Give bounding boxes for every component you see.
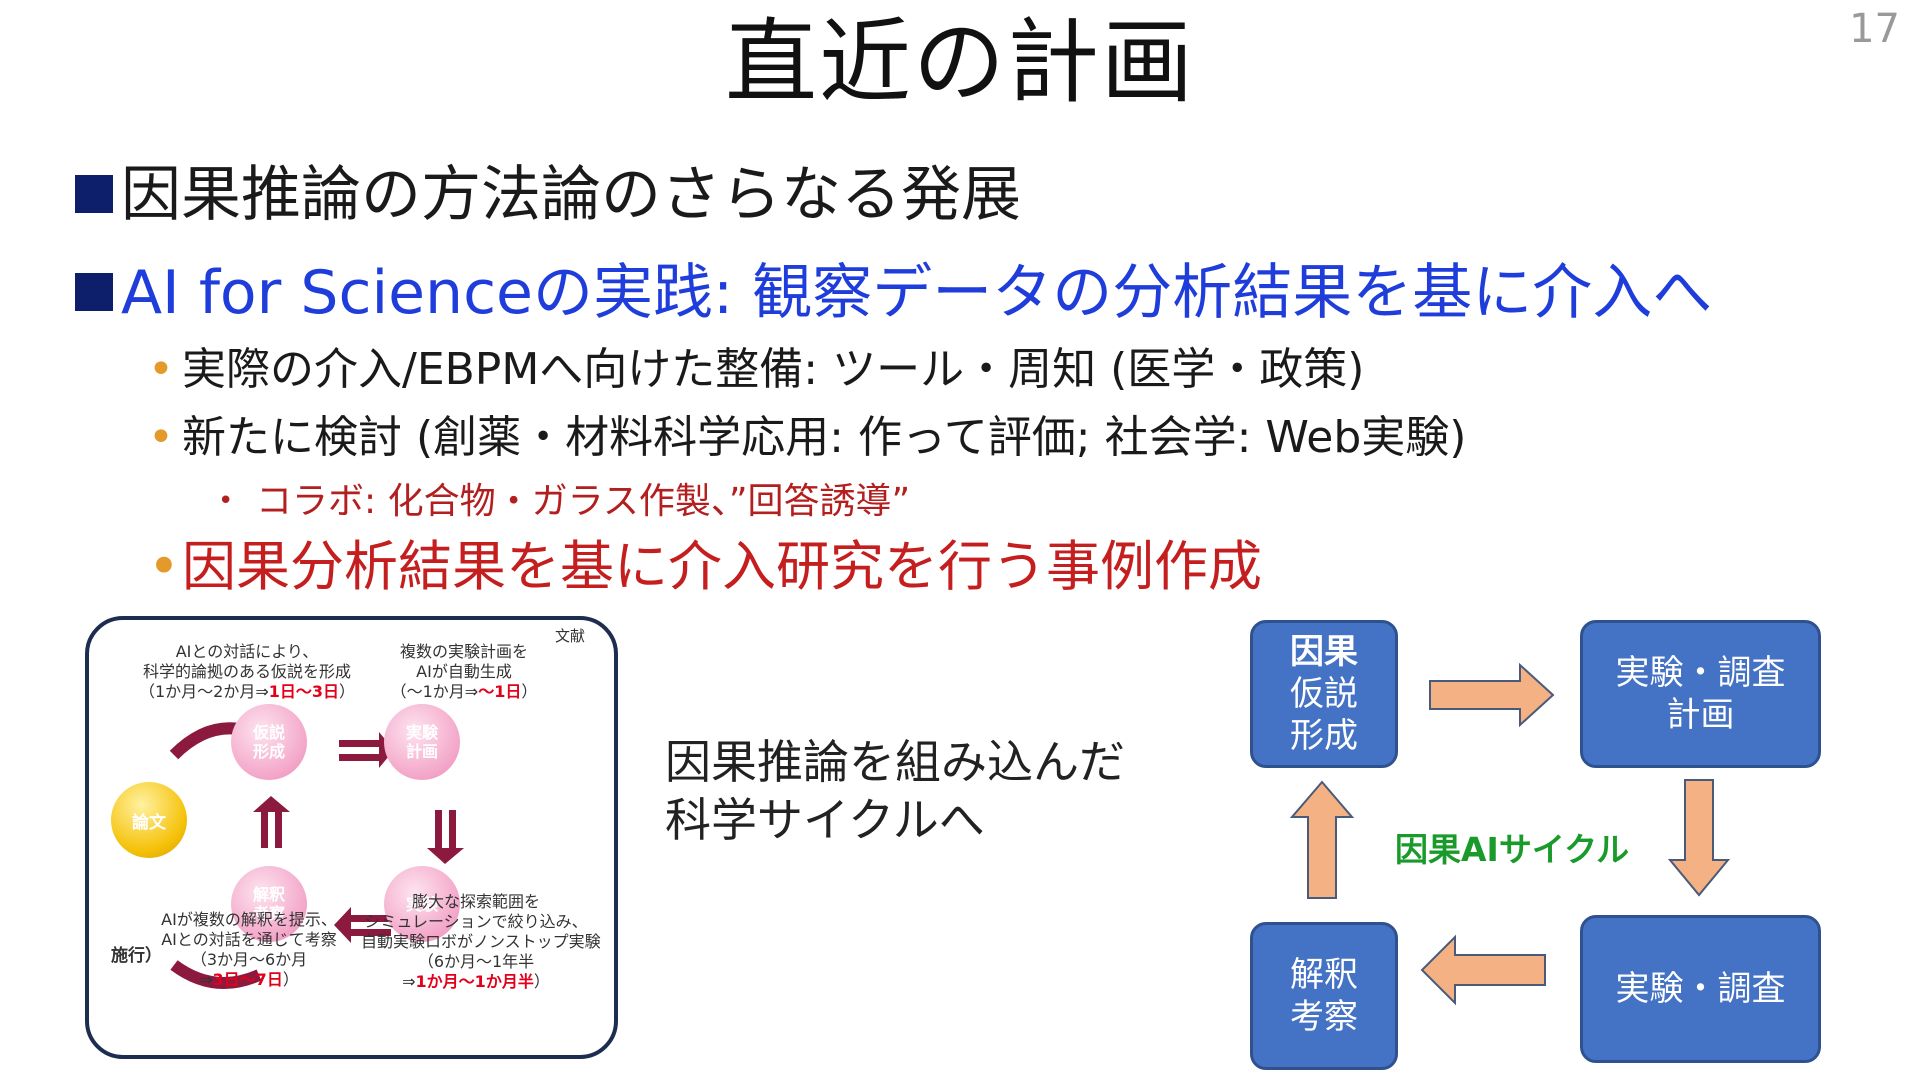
double-arrow-icon bbox=[275, 812, 282, 848]
caption-line: AIとの対話を通じて考察 bbox=[161, 930, 337, 949]
box-label: 解釈 bbox=[1290, 955, 1358, 995]
science-cycle-statement: 因果推論を組み込んだ 科学サイクルへ bbox=[665, 733, 1125, 849]
down-arrow-icon bbox=[1667, 779, 1731, 897]
experiment-node: 実験 bbox=[384, 866, 460, 942]
caption-line: AIが複数の解釈を提示、 bbox=[161, 910, 337, 929]
caption-highlight: ～1日 bbox=[478, 682, 522, 701]
up-arrow-icon bbox=[1289, 780, 1355, 899]
node-label: 考察 bbox=[252, 904, 285, 923]
caption-part: ） bbox=[339, 682, 356, 701]
double-arrow-icon bbox=[351, 929, 391, 936]
bullet-2-1: •実際の介入/EBPMへ向けた整備: ツール・周知 (医学・政策) bbox=[148, 340, 1364, 400]
caption-highlight: 3日～7日 bbox=[212, 970, 283, 989]
node-label: 実験 bbox=[405, 723, 438, 742]
box-label: 形成 bbox=[1290, 716, 1358, 756]
hypothesis-caption: AIとの対話により、 科学的論拠のある仮説を形成 （1か月～2か月⇒1日～3日） bbox=[137, 642, 357, 702]
causal-ai-cycle-label: 因果AIサイクル bbox=[1395, 830, 1630, 869]
caption-line: ⇒1か月～1か月半） bbox=[361, 972, 591, 992]
bullet-2-2-text: 新たに検討 (創薬・材料科学応用: 作って評価; 社会学: Web実験) bbox=[182, 412, 1467, 463]
causal-hypothesis-box: 因果 仮説 形成 bbox=[1250, 620, 1398, 768]
caption-part: ） bbox=[533, 972, 550, 991]
page-number: 17 bbox=[1849, 6, 1900, 52]
caption-line: 膨大な探索範囲を bbox=[411, 892, 540, 911]
arrowhead-icon bbox=[334, 907, 351, 943]
arrowhead-icon bbox=[253, 796, 290, 812]
arrowhead-icon bbox=[427, 848, 464, 864]
square-bullet-icon bbox=[75, 175, 113, 213]
double-arrow-icon bbox=[435, 810, 442, 848]
left-arrow-icon bbox=[1420, 934, 1546, 1006]
node-label: 仮説 bbox=[252, 723, 285, 742]
box-label: 考察 bbox=[1290, 997, 1358, 1037]
caption-line: ⇒3日～7日） bbox=[149, 970, 349, 990]
statement-line-2: 科学サイクルへ bbox=[665, 793, 985, 847]
bullet-2-3: •因果分析結果を基に介入研究を行う事例作成 bbox=[148, 532, 1262, 602]
caption-part: （～1か月⇒ bbox=[390, 682, 479, 701]
dot-bullet-icon: • bbox=[148, 412, 174, 463]
box-label: 仮説 bbox=[1290, 674, 1358, 714]
side-text: 施行） bbox=[111, 946, 162, 966]
bullet-2-2: •新たに検討 (創薬・材料科学応用: 作って評価; 社会学: Web実験) bbox=[148, 408, 1466, 468]
box-label: 計画 bbox=[1666, 695, 1735, 735]
bullet-2-3-text: 因果分析結果を基に介入研究を行う事例作成 bbox=[182, 535, 1262, 598]
bullet-2-2-1-text: コラボ: 化合物・ガラス作製、”回答誘導” bbox=[256, 481, 911, 522]
square-bullet-icon bbox=[75, 273, 113, 311]
double-arrow-icon bbox=[449, 810, 456, 848]
science-cycle-figure: 文献 施行） AIとの対話により、 科学的論拠のある仮説を形成 （1か月～2か月… bbox=[85, 616, 618, 1059]
bullet-1: 因果推論の方法論のさらなる発展 bbox=[75, 155, 1021, 235]
corner-text: 文献 bbox=[555, 627, 586, 645]
caption-line: （1か月～2か月⇒1日～3日） bbox=[137, 682, 357, 702]
caption-line: 自動実験ロボがノンストップ実験 bbox=[361, 932, 601, 951]
statement-line-1: 因果推論を組み込んだ bbox=[665, 735, 1125, 789]
double-arrow-icon bbox=[339, 754, 379, 761]
curved-arrow-icon bbox=[170, 960, 262, 989]
caption-part: （1か月～2か月⇒ bbox=[138, 682, 269, 701]
bullet-2-text: AI for Scienceの実践: 観察データの分析結果を基に介入へ bbox=[121, 258, 1713, 328]
experiment-caption: 膨大な探索範囲を シミュレーションで絞り込み、 自動実験ロボがノンストップ実験 … bbox=[361, 892, 601, 992]
paper-node: 論文 bbox=[111, 782, 187, 858]
caption-line: （～1か月⇒～1日） bbox=[384, 682, 544, 702]
experiment-plan-box: 実験・調査 計画 bbox=[1580, 620, 1821, 768]
node-label: 計画 bbox=[405, 742, 438, 761]
slide-title: 直近の計画 bbox=[724, 9, 1195, 116]
experiment-box: 実験・調査 bbox=[1580, 915, 1821, 1063]
caption-part: ） bbox=[282, 970, 299, 989]
dot-bullet-icon: • bbox=[218, 486, 234, 516]
caption-line: （3か月～6か月 bbox=[190, 950, 308, 969]
dot-bullet-icon: • bbox=[148, 344, 174, 395]
box-label: 実験・調査 bbox=[1615, 969, 1786, 1009]
node-label: 解釈 bbox=[252, 885, 285, 904]
interpretation-node: 解釈考察 bbox=[231, 866, 307, 942]
caption-part: ⇒ bbox=[402, 972, 416, 991]
bullet-2-1-text: 実際の介入/EBPMへ向けた整備: ツール・周知 (医学・政策) bbox=[182, 344, 1365, 395]
caption-line: AIとの対話により、 bbox=[175, 642, 319, 661]
plan-node: 実験計画 bbox=[384, 704, 460, 780]
bullet-2-2-1: • コラボ: 化合物・ガラス作製、”回答誘導” bbox=[218, 476, 910, 527]
caption-line: 科学的論拠のある仮説を形成 bbox=[142, 662, 351, 681]
dot-bullet-icon: • bbox=[148, 535, 180, 598]
node-label: 形成 bbox=[252, 742, 285, 761]
box-label: 実験・調査 bbox=[1615, 653, 1786, 693]
caption-line: （6か月～1年半 bbox=[417, 952, 535, 971]
hypothesis-node: 仮説形成 bbox=[231, 704, 307, 780]
bullet-1-text: 因果推論の方法論のさらなる発展 bbox=[121, 160, 1021, 230]
double-arrow-icon bbox=[261, 812, 268, 848]
right-arrow-icon bbox=[1429, 662, 1555, 728]
caption-line: AIが自動生成 bbox=[416, 662, 512, 681]
interpretation-caption: AIが複数の解釈を提示、 AIとの対話を通じて考察 （3か月～6か月 ⇒3日～7… bbox=[149, 910, 349, 990]
cycle-arrows bbox=[169, 720, 464, 989]
plan-caption: 複数の実験計画を AIが自動生成 （～1か月⇒～1日） bbox=[384, 642, 544, 702]
double-arrow-icon bbox=[339, 740, 379, 747]
caption-highlight: 1日～3日 bbox=[268, 682, 340, 701]
double-arrow-icon bbox=[351, 915, 391, 922]
caption-highlight: 1か月～1か月半 bbox=[415, 972, 534, 991]
bullet-2: AI for Scienceの実践: 観察データの分析結果を基に介入へ bbox=[75, 253, 1712, 333]
interpretation-box: 解釈 考察 bbox=[1250, 922, 1398, 1070]
caption-part: ⇒ bbox=[199, 970, 213, 989]
box-title: 因果 bbox=[1290, 632, 1358, 672]
caption-part: ） bbox=[521, 682, 538, 701]
caption-line: シミュレーションで絞り込み、 bbox=[364, 912, 588, 931]
caption-line: 複数の実験計画を bbox=[399, 642, 528, 661]
